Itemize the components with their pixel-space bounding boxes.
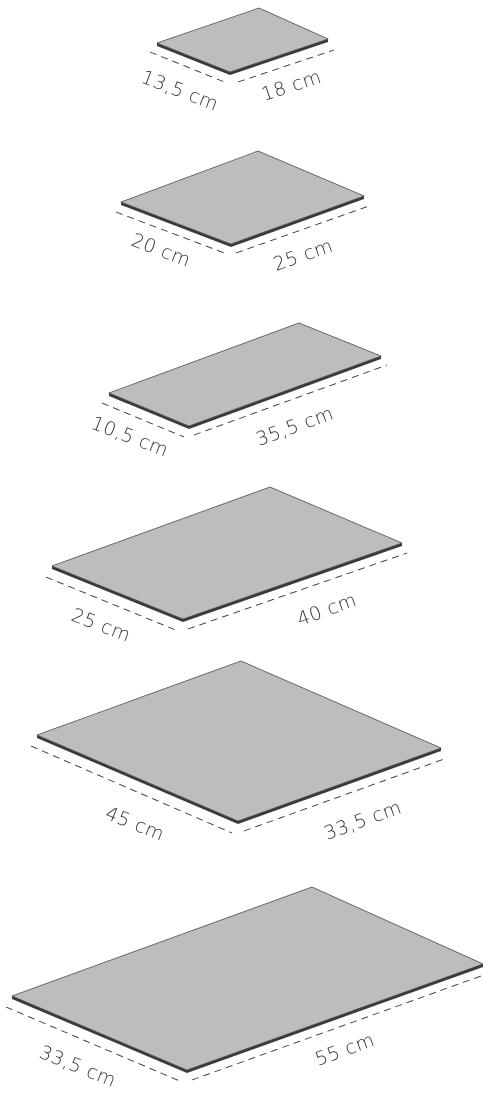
- plate-3-surface: [108, 322, 382, 427]
- plate-2: 20 cm 25 cm: [115, 150, 370, 276]
- plate-6-surface: [11, 886, 483, 1071]
- plate-2-surface: [120, 150, 365, 245]
- plate-6: 33,5 cm 55 cm: [5, 886, 483, 1092]
- plate-5-left-dimension-line: [30, 745, 233, 834]
- plate-1-left-label: 13,5 cm: [138, 66, 221, 115]
- plate-6-right-label: 55 cm: [312, 1029, 377, 1071]
- plate-6-left-dimension-line: [5, 1006, 183, 1083]
- plate-4-edge: [52, 543, 402, 622]
- plate-5-right-label: 33,5 cm: [321, 796, 404, 844]
- plate-5-edge: [37, 735, 441, 824]
- plate-1-right-label: 18 cm: [259, 66, 324, 106]
- plate-5-surface: [36, 660, 442, 822]
- plate-3-left-label: 10,5 cm: [88, 412, 171, 461]
- plate-2-left-dimension-line: [115, 211, 228, 255]
- plate-6-right-dimension-line: [191, 975, 482, 1081]
- plate-1-left-dimension-line: [149, 51, 228, 84]
- plate-4-surface: [51, 486, 403, 620]
- plate-3: 10,5 cm 35,5 cm: [88, 322, 388, 462]
- plate-6-left-label: 33,5 cm: [36, 1041, 119, 1092]
- plate-6-edge: [12, 964, 483, 1073]
- plate-1-right-dimension-line: [237, 49, 335, 83]
- plate-3-right-dimension-line: [193, 364, 388, 436]
- plate-3-right-label: 35,5 cm: [253, 402, 336, 450]
- plate-2-edge: [121, 196, 364, 247]
- plate-5-left-label: 45 cm: [102, 802, 167, 846]
- plate-3-left-dimension-line: [101, 402, 185, 438]
- plate-4: 25 cm 40 cm: [45, 486, 408, 647]
- plate-1: 13,5 cm 18 cm: [138, 7, 335, 116]
- plate-2-right-label: 25 cm: [270, 235, 335, 276]
- plate-4-right-label: 40 cm: [294, 589, 359, 631]
- plate-1-surface: [156, 7, 329, 73]
- plate-5: 45 cm 33,5 cm: [30, 660, 448, 846]
- plate-2-left-label: 20 cm: [128, 229, 193, 272]
- plate-4-right-dimension-line: [187, 552, 408, 630]
- plate-4-left-label: 25 cm: [68, 604, 133, 647]
